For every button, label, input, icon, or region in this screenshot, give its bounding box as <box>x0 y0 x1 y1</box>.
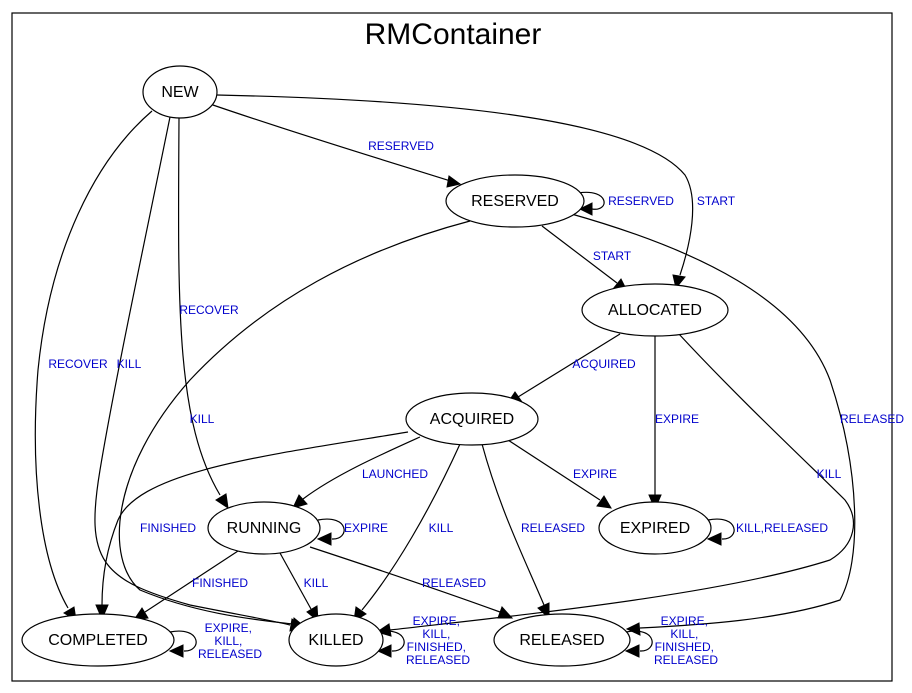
label-killed-self-line: KILL, <box>422 627 450 641</box>
label-running-killed: KILL <box>304 576 329 590</box>
state-running: RUNNING <box>207 501 321 555</box>
label-running-completed: FINISHED <box>192 576 248 590</box>
label-acquired-expired: EXPIRE <box>573 467 617 481</box>
edge-new-reserved <box>209 103 462 188</box>
label-acquired-released: RELEASED <box>521 521 585 535</box>
state-label: NEW <box>161 84 199 101</box>
label-killed-self-line: RELEASED <box>406 653 470 667</box>
label-acquired-running: LAUNCHED <box>362 467 428 481</box>
edge-acquired-released <box>481 443 550 620</box>
label-new-completed: RECOVER <box>48 357 108 371</box>
label-released-self-line: RELEASED <box>654 653 718 667</box>
state-label: RESERVED <box>471 193 559 210</box>
edge-reserved-self <box>577 191 605 216</box>
label-completed-self-line: KILL, <box>214 634 242 648</box>
label-acquired-killed: KILL <box>429 521 454 535</box>
state-label: COMPLETED <box>48 632 148 649</box>
label-running-self: EXPIRE <box>344 521 388 535</box>
edge-expired-self <box>706 518 735 546</box>
edge-released-self <box>624 630 653 658</box>
label-released-self-line: FINISHED, <box>655 640 714 654</box>
label-released-self-line: EXPIRE, <box>661 614 708 628</box>
label-new-allocated: START <box>697 194 736 208</box>
label-completed-self-line: RELEASED <box>198 647 262 661</box>
label-allocated-expired: EXPIRE <box>655 412 699 426</box>
state-label: ALLOCATED <box>608 302 702 319</box>
label-released-self: EXPIRE, KILL, FINISHED, RELEASED <box>654 614 718 667</box>
label-new-killed: KILL <box>117 357 142 371</box>
diagram-title: RMContainer <box>365 18 542 51</box>
state-label: ACQUIRED <box>430 411 514 428</box>
diagram-frame <box>11 12 893 682</box>
label-completed-self: EXPIRE, KILL, RELEASED <box>198 621 262 661</box>
edge-completed-self <box>168 630 197 658</box>
label-reserved-released: RELEASED <box>840 412 904 426</box>
label-new-reserved: RESERVED <box>368 139 434 153</box>
edge-new-running <box>177 117 229 510</box>
label-killed-self-line: FINISHED, <box>407 640 466 654</box>
label-allocated-killed: KILL <box>817 467 842 481</box>
edge-acquired-running <box>292 436 421 509</box>
label-killed-self: EXPIRE, KILL, FINISHED, RELEASED <box>406 614 470 667</box>
label-running-released: RELEASED <box>422 576 486 590</box>
state-allocated: ALLOCATED <box>581 283 729 337</box>
state-expired: EXPIRED <box>598 501 712 555</box>
label-allocated-acquired: ACQUIRED <box>572 357 636 371</box>
label-acquired-completed: FINISHED <box>140 521 196 535</box>
state-label: KILLED <box>308 632 363 649</box>
edge-running-self <box>316 518 345 546</box>
label-released-self-line: KILL, <box>670 627 698 641</box>
state-label: EXPIRED <box>620 520 690 537</box>
state-new: NEW <box>142 65 218 119</box>
state-reserved: RESERVED <box>445 174 585 228</box>
edge-acquired-completed <box>95 431 409 621</box>
state-released: RELEASED <box>493 613 631 667</box>
label-reserved-killed: KILL <box>190 412 215 426</box>
state-completed: COMPLETED <box>21 613 175 667</box>
label-completed-self-line: EXPIRE, <box>205 621 252 635</box>
label-killed-self-line: EXPIRE, <box>413 614 460 628</box>
label-reserved-allocated: START <box>593 249 632 263</box>
state-acquired: ACQUIRED <box>405 392 539 446</box>
edge-reserved-released <box>567 212 856 636</box>
label-expired-self: KILL,RELEASED <box>736 521 828 535</box>
state-killed: KILLED <box>288 613 384 667</box>
state-label: RELEASED <box>519 632 604 649</box>
label-new-running: RECOVER <box>179 303 239 317</box>
state-label: RUNNING <box>227 520 302 537</box>
edge-running-released <box>309 546 514 619</box>
label-reserved-self: RESERVED <box>608 194 674 208</box>
edge-acquired-expired <box>507 439 612 509</box>
edge-killed-self <box>376 630 405 658</box>
